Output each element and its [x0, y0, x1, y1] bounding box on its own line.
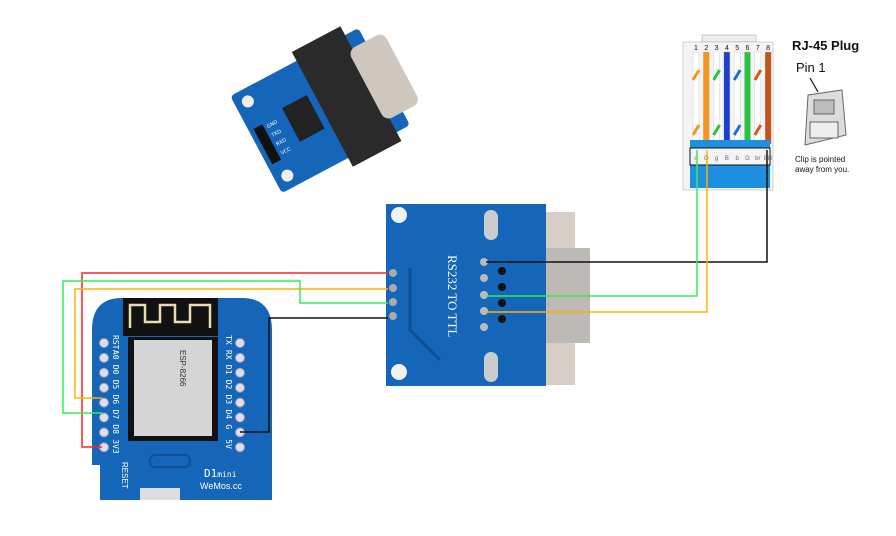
wires	[62, 150, 768, 448]
rs232-module-top-view: GND TXD RXD VCC	[231, 26, 418, 192]
pin-label-right: D4	[224, 410, 233, 420]
pin-label-right: G	[224, 424, 233, 429]
rj45-pin-code: BR	[764, 156, 773, 162]
wire-orange-rj45-pin2	[486, 150, 708, 313]
pin-label-left: D0	[111, 365, 120, 375]
pin-label-right: D3	[224, 395, 233, 405]
rj45-title: RJ-45 Plug	[792, 38, 859, 53]
rj45-pin-code: g	[715, 156, 718, 162]
pin-left	[99, 412, 109, 423]
pin-label-left: 3V3	[111, 439, 120, 454]
pin-right	[235, 367, 245, 378]
pin-label-left: D8	[111, 424, 120, 434]
wire-green-d7	[62, 280, 388, 414]
pin-label-right: D2	[224, 380, 233, 390]
chip-label: ESP-8266	[178, 350, 187, 387]
pin-left	[99, 338, 109, 348]
pin-right	[235, 352, 245, 363]
rj45-pin-number: 4	[725, 45, 729, 52]
wire-black-rj45-pin8	[486, 150, 768, 263]
pin-right	[235, 382, 245, 393]
pin-left	[99, 382, 109, 393]
pin-left	[99, 367, 109, 378]
rj45-pin1-label: Pin 1	[796, 60, 826, 75]
rj45-pin-code: G	[745, 156, 750, 162]
header-pin-label-vcc: VCC	[280, 146, 292, 156]
rj45-pin-number: 5	[735, 45, 739, 52]
pin-right	[235, 397, 245, 408]
header-pin-label-txd: TXD	[270, 129, 283, 140]
rs232-label: RS232 TO TTL	[445, 255, 460, 337]
rj45-pin-number: 1	[694, 45, 698, 52]
rj45-pin-number: 2	[704, 45, 708, 52]
header-pin-label-gnd: GND	[266, 119, 279, 130]
rj45-pin-code: B	[725, 156, 729, 162]
rj45-wire-2	[703, 51, 710, 145]
rj45-pin-number: 3	[715, 45, 719, 52]
pin-right	[235, 412, 245, 423]
pin-right	[235, 442, 245, 453]
rj45-wire-4	[723, 51, 731, 145]
rj45-pin-code: b	[736, 156, 740, 162]
rs232-ttl-board: RS232 TO TTL	[386, 204, 590, 386]
rj45-pin-code: br	[755, 156, 760, 162]
rj45-wire-6	[744, 51, 751, 145]
board-name: D1mini	[204, 467, 237, 480]
rj45-pin-number: 6	[746, 45, 750, 52]
rj45-pin-number: 8	[766, 45, 770, 52]
wire-orange-d6	[74, 288, 388, 399]
rj45-wire-8	[764, 51, 772, 145]
rj45-plug-icon	[804, 89, 847, 146]
pin-left	[99, 397, 109, 408]
pin-label-right: TX	[224, 335, 233, 345]
pin-label-left: D5	[111, 380, 120, 390]
rj45-note-line1: Clip is pointed	[795, 155, 845, 164]
pin-left	[99, 427, 109, 438]
wire-red-3v3	[81, 272, 388, 448]
rj45-pin-number: 7	[756, 45, 760, 52]
pin-label-left: RST	[111, 335, 120, 350]
pin-label-left: A0	[111, 350, 120, 360]
reset-label: RESET	[120, 462, 129, 489]
rj45-note-line2: away from you.	[795, 165, 849, 174]
board-site: WeMos.cc	[200, 481, 242, 491]
header-pin-label-rxd: RXD	[275, 137, 287, 147]
pin-right	[235, 338, 245, 348]
pin-label-right: D1	[224, 365, 233, 375]
pin-label-right: 5V	[224, 439, 233, 449]
wire-green-rj45-pin1	[486, 150, 698, 297]
pin-label-left: D6	[111, 395, 120, 405]
pin-label-right: RX	[224, 350, 233, 360]
wire-black-gnd	[240, 317, 388, 433]
pin-left	[99, 352, 109, 363]
pin-label-left: D7	[111, 410, 120, 420]
